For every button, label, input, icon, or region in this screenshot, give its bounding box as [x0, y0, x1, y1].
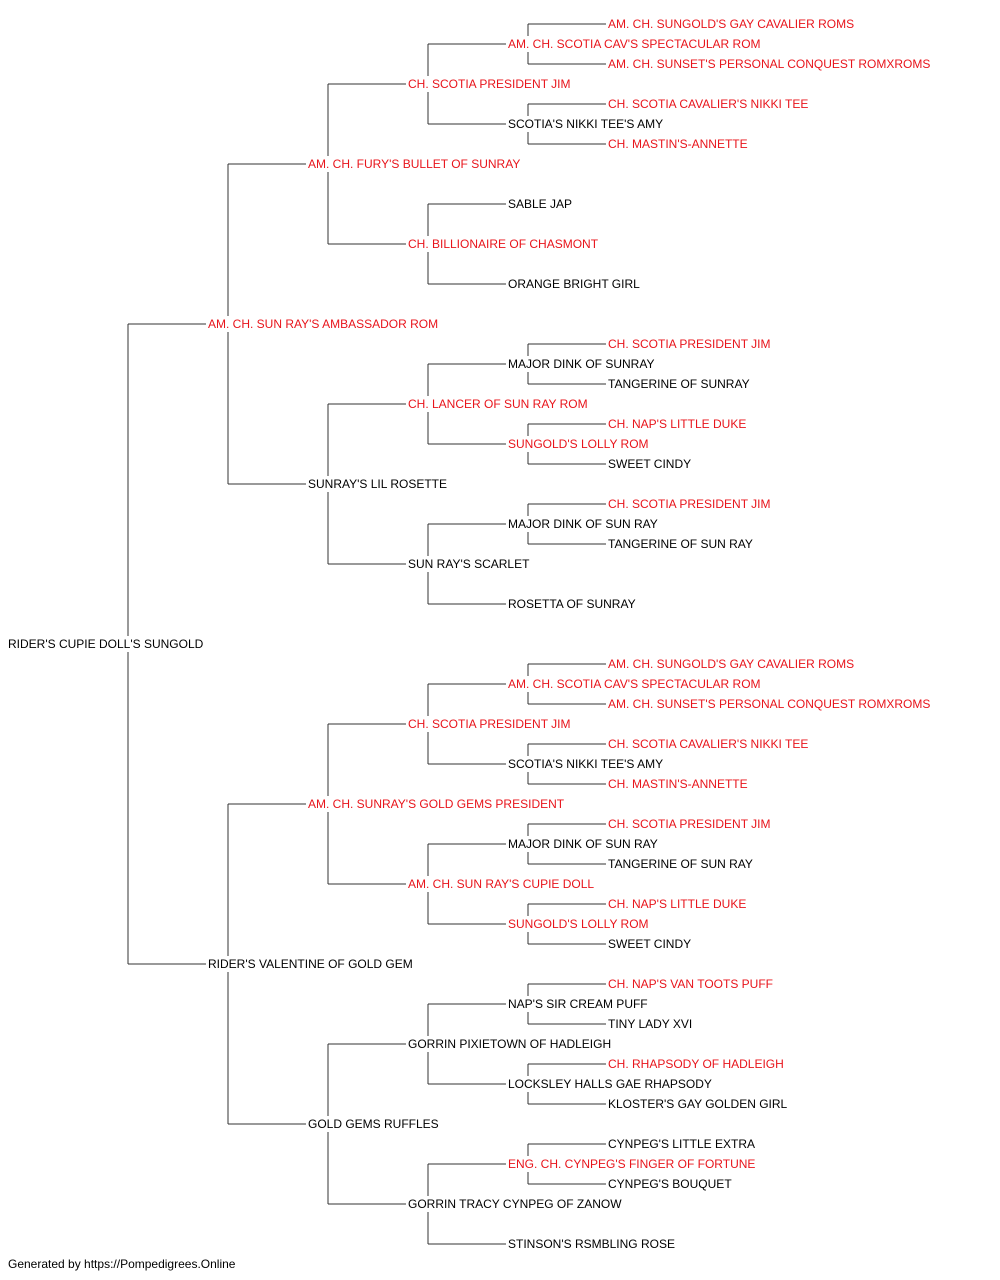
ancestor-name: AM. CH. SUNSET'S PERSONAL CONQUEST ROMXR…	[608, 57, 933, 71]
ancestor-name: CH. SCOTIA CAVALIER'S NIKKI TEE	[608, 97, 811, 111]
ancestor-name: ENG. CH. CYNPEG'S FINGER OF FORTUNE	[508, 1157, 758, 1171]
ancestor-name: SABLE JAP	[508, 197, 575, 211]
ancestor-name: CH. BILLIONAIRE OF CHASMONT	[408, 237, 601, 251]
ancestor-name: CH. NAP'S LITTLE DUKE	[608, 897, 749, 911]
ancestor-name: LOCKSLEY HALLS GAE RHAPSODY	[508, 1077, 714, 1091]
ancestor-name: SCOTIA'S NIKKI TEE'S AMY	[508, 757, 666, 771]
ancestor-name: RIDER'S VALENTINE OF GOLD GEM	[208, 957, 415, 971]
ancestor-name: SCOTIA'S NIKKI TEE'S AMY	[508, 117, 666, 131]
ancestor-name: MAJOR DINK OF SUNRAY	[508, 357, 657, 371]
ancestor-name: CH. SCOTIA PRESIDENT JIM	[408, 717, 573, 731]
ancestor-name: SWEET CINDY	[608, 457, 694, 471]
ancestor-name: GOLD GEMS RUFFLES	[308, 1117, 441, 1131]
ancestor-name: CYNPEG'S LITTLE EXTRA	[608, 1137, 757, 1151]
ancestor-name: CH. SCOTIA PRESIDENT JIM	[608, 337, 773, 351]
ancestor-name: SUNGOLD'S LOLLY ROM	[508, 917, 651, 931]
ancestor-name: CH. LANCER OF SUN RAY ROM	[408, 397, 590, 411]
ancestor-name: AM. CH. SUN RAY'S CUPIE DOLL	[408, 877, 597, 891]
footer-credit: Generated by https://Pompedigrees.Online	[8, 1257, 236, 1271]
ancestor-name: SUNRAY'S LIL ROSETTE	[308, 477, 449, 491]
ancestor-name: AM. CH. SUNGOLD'S GAY CAVALIER ROMS	[608, 17, 857, 31]
ancestor-name: TANGERINE OF SUNRAY	[608, 377, 752, 391]
ancestor-name: AM. CH. SCOTIA CAV'S SPECTACULAR ROM	[508, 37, 763, 51]
ancestor-name: CH. RHAPSODY OF HADLEIGH	[608, 1057, 786, 1071]
ancestor-name: CH. SCOTIA PRESIDENT JIM	[608, 497, 773, 511]
ancestor-name: CH. NAP'S LITTLE DUKE	[608, 417, 749, 431]
ancestor-name: AM. CH. SUNSET'S PERSONAL CONQUEST ROMXR…	[608, 697, 933, 711]
subject-dog-name: RIDER'S CUPIE DOLL'S SUNGOLD	[8, 637, 206, 651]
ancestor-name: ROSETTA OF SUNRAY	[508, 597, 638, 611]
ancestor-name: TANGERINE OF SUN RAY	[608, 537, 755, 551]
ancestor-name: CYNPEG'S BOUQUET	[608, 1177, 734, 1191]
ancestor-name: KLOSTER'S GAY GOLDEN GIRL	[608, 1097, 790, 1111]
ancestor-name: STINSON'S RSMBLING ROSE	[508, 1237, 677, 1251]
ancestor-name: CH. SCOTIA CAVALIER'S NIKKI TEE	[608, 737, 811, 751]
ancestor-name: SWEET CINDY	[608, 937, 694, 951]
ancestor-name: TANGERINE OF SUN RAY	[608, 857, 755, 871]
ancestor-name: NAP'S SIR CREAM PUFF	[508, 997, 650, 1011]
ancestor-name: TINY LADY XVI	[608, 1017, 695, 1031]
ancestor-name: SUNGOLD'S LOLLY ROM	[508, 437, 651, 451]
ancestor-name: SUN RAY'S SCARLET	[408, 557, 532, 571]
ancestor-name: AM. CH. SUN RAY'S AMBASSADOR ROM	[208, 317, 441, 331]
ancestor-name: ORANGE BRIGHT GIRL	[508, 277, 642, 291]
ancestor-name: AM. CH. SUNGOLD'S GAY CAVALIER ROMS	[608, 657, 857, 671]
ancestor-name: AM. CH. SCOTIA CAV'S SPECTACULAR ROM	[508, 677, 763, 691]
ancestor-name: AM. CH. FURY'S BULLET OF SUNRAY	[308, 157, 523, 171]
ancestor-name: CH. MASTIN'S-ANNETTE	[608, 137, 750, 151]
ancestor-name: CH. SCOTIA PRESIDENT JIM	[408, 77, 573, 91]
ancestor-name: CH. MASTIN'S-ANNETTE	[608, 777, 750, 791]
ancestor-name: CH. NAP'S VAN TOOTS PUFF	[608, 977, 775, 991]
ancestor-name: GORRIN PIXIETOWN OF HADLEIGH	[408, 1037, 614, 1051]
ancestor-name: MAJOR DINK OF SUN RAY	[508, 517, 660, 531]
ancestor-name: GORRIN TRACY CYNPEG OF ZANOW	[408, 1197, 624, 1211]
ancestor-name: MAJOR DINK OF SUN RAY	[508, 837, 660, 851]
ancestor-name: AM. CH. SUNRAY'S GOLD GEMS PRESIDENT	[308, 797, 567, 811]
ancestor-name: CH. SCOTIA PRESIDENT JIM	[608, 817, 773, 831]
